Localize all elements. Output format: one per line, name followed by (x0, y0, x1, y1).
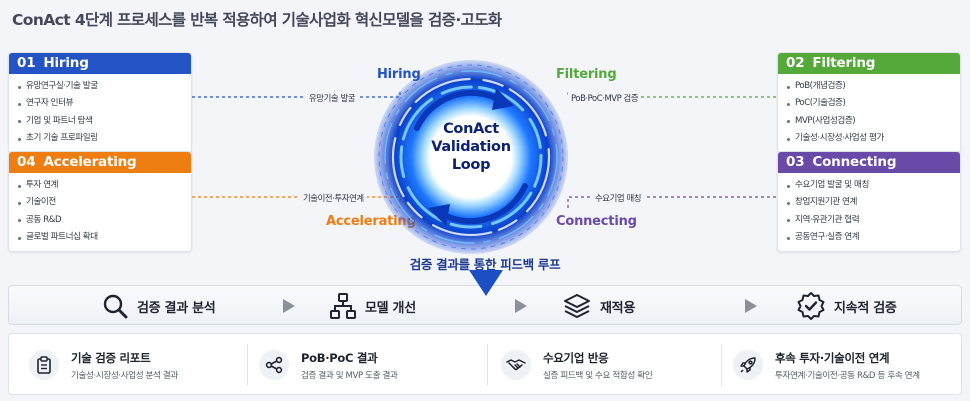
output-desc: 검증 결과 및 MVP 도출 결과 (301, 370, 398, 381)
stage-number: 04 (17, 154, 36, 170)
list-item: 공동연구·실증 연계 (786, 229, 954, 246)
arrow-down-icon (469, 270, 503, 296)
output-item: PoB·PoC 결과 검증 결과 및 MVP 도출 결과 (259, 334, 398, 396)
stage-header-filtering: 02 Filtering (778, 53, 960, 74)
stage-list: 유망연구실·기술 발굴 연구자 인터뷰 기업 및 파트너 탐색 초기 기술 프로… (9, 74, 191, 152)
hierarchy-icon (330, 293, 356, 319)
stage-name: Filtering (812, 55, 876, 71)
layers-icon (564, 294, 590, 318)
page-title: ConAct 4단계 프로세스를 반복 적용하여 기술사업화 혁신모델을 검증·… (12, 11, 502, 29)
accelerating-connector-line (192, 196, 401, 210)
rocket-icon (733, 350, 763, 380)
process-step: 재적용 (562, 291, 635, 321)
process-step-label: 재적용 (600, 300, 635, 316)
list-item: 기술이전 (17, 194, 185, 211)
hiring-connector-label: 유망기술 발굴 (306, 92, 359, 104)
output-item: 후속 투자·기술이전 연계 투자연계·기술이전·공동 R&D 등 후속 연계 (733, 334, 920, 396)
share-icon (259, 350, 289, 380)
divider (487, 344, 488, 386)
stage-number: 01 (17, 55, 36, 71)
list-item: 기업 및 파트너 탐색 (17, 113, 185, 130)
hiring-connector-line (192, 90, 401, 98)
stage-card-filtering: 02 Filtering PoB(개념검증) PoC(기술검증) MVP(사업성검… (777, 52, 961, 153)
clipboard-icon (29, 350, 59, 380)
output-title: 기술 검증 리포트 (71, 350, 151, 365)
stage-header-connecting: 03 Connecting (778, 152, 960, 173)
stage-name: Hiring (43, 55, 89, 71)
loop-label-accelerating: Accelerating (326, 214, 416, 229)
divider (247, 344, 248, 386)
filtering-connector-label: PoB·PoC·MVP 검증 (568, 92, 642, 104)
loop-label-hiring: Hiring (377, 67, 421, 82)
output-title: 수요기업 반응 (543, 350, 609, 365)
accelerating-connector-label: 기술이전·투자연계 (300, 192, 367, 204)
output-desc: 실증 피드백 및 수요 적합성 확인 (543, 370, 653, 381)
list-item: 공동 R&D (17, 212, 185, 229)
loop-label-connecting: Connecting (556, 214, 637, 229)
connecting-connector-label: 수요기업 매칭 (592, 192, 645, 204)
stage-name: Accelerating (43, 154, 137, 170)
arrow-right-icon (745, 299, 757, 313)
list-item: 글로벌 파트너십 확대 (17, 229, 185, 246)
validation-loop-graphic (374, 60, 568, 254)
list-item: 수요기업 발굴 및 매칭 (786, 177, 954, 194)
stage-header-accelerating: 04 Accelerating (9, 152, 191, 173)
stage-card-connecting: 03 Connecting 수요기업 발굴 및 매칭 창업지원기관 연계 지역·유… (777, 151, 961, 252)
list-item: PoB(개념검증) (786, 78, 954, 95)
output-title: PoB·PoC 결과 (301, 350, 378, 365)
list-item: 지역·유관기관 협력 (786, 212, 954, 229)
handshake-icon (501, 350, 531, 380)
output-title: 후속 투자·기술이전 연계 (775, 350, 890, 365)
process-step-label: 모델 개선 (365, 300, 416, 316)
list-item: MVP(사업성검증) (786, 113, 954, 130)
stage-card-hiring: 01 Hiring 유망연구실·기술 발굴 연구자 인터뷰 기업 및 파트너 탐색… (8, 52, 192, 153)
divider (721, 344, 722, 386)
list-item: 창업지원기관 연계 (786, 194, 954, 211)
magnifier-icon (103, 294, 128, 319)
stage-list: 수요기업 발굴 및 매칭 창업지원기관 연계 지역·유관기관 협력 공동연구·실… (778, 173, 960, 251)
process-step-label: 지속적 검증 (834, 300, 897, 316)
badge-check-icon (797, 292, 825, 320)
list-item: 유망연구실·기술 발굴 (17, 78, 185, 95)
stage-card-accelerating: 04 Accelerating 투자 연계 기술이전 공동 R&D 글로벌 파트너… (8, 151, 192, 252)
connecting-connector-line (567, 196, 776, 210)
process-step: 지속적 검증 (796, 291, 897, 321)
arrow-right-icon (515, 299, 527, 313)
feedback-loop-label: 검증 결과를 통한 피드백 루프 (409, 257, 561, 272)
list-item: 초기 기술 프로파일링 (17, 130, 185, 147)
list-item: PoC(기술검증) (786, 95, 954, 112)
process-step: 모델 개선 (329, 291, 416, 321)
output-desc: 기술성·시장성·사업성 분석 결과 (71, 370, 178, 381)
stage-list: 투자 연계 기술이전 공동 R&D 글로벌 파트너십 확대 (9, 173, 191, 251)
list-item: 투자 연계 (17, 177, 185, 194)
list-item: 기술성·시장성·사업성 평가 (786, 130, 954, 147)
output-desc: 투자연계·기술이전·공동 R&D 등 후속 연계 (775, 370, 920, 381)
loop-arrow-top-icon (414, 88, 514, 131)
stage-name: Connecting (812, 154, 897, 170)
loop-center-line2: Validation (431, 139, 511, 155)
loop-center-line3: Loop (451, 157, 491, 173)
stage-header-hiring: 01 Hiring (9, 53, 191, 74)
loop-label-filtering: Filtering (556, 67, 617, 82)
loop-center-line1: ConAct (443, 121, 499, 137)
arrow-right-icon (283, 299, 295, 313)
stage-list: PoB(개념검증) PoC(기술검증) MVP(사업성검증) 기술성·시장성·사… (778, 74, 960, 152)
process-step-label: 검증 결과 분석 (137, 300, 216, 316)
list-item: 연구자 인터뷰 (17, 95, 185, 112)
output-item: 수요기업 반응 실증 피드백 및 수요 적합성 확인 (501, 334, 653, 396)
stage-number: 03 (786, 154, 805, 170)
stage-number: 02 (786, 55, 805, 71)
output-item: 기술 검증 리포트 기술성·시장성·사업성 분석 결과 (29, 334, 178, 396)
process-steps-bar: 검증 결과 분석 모델 개선 재적용 지속적 (8, 285, 962, 325)
outputs-bar: 기술 검증 리포트 기술성·시장성·사업성 분석 결과 PoB·PoC 결과 검… (8, 333, 962, 395)
process-step: 검증 결과 분석 (101, 291, 216, 321)
loop-arrow-bottom-icon (428, 183, 528, 226)
